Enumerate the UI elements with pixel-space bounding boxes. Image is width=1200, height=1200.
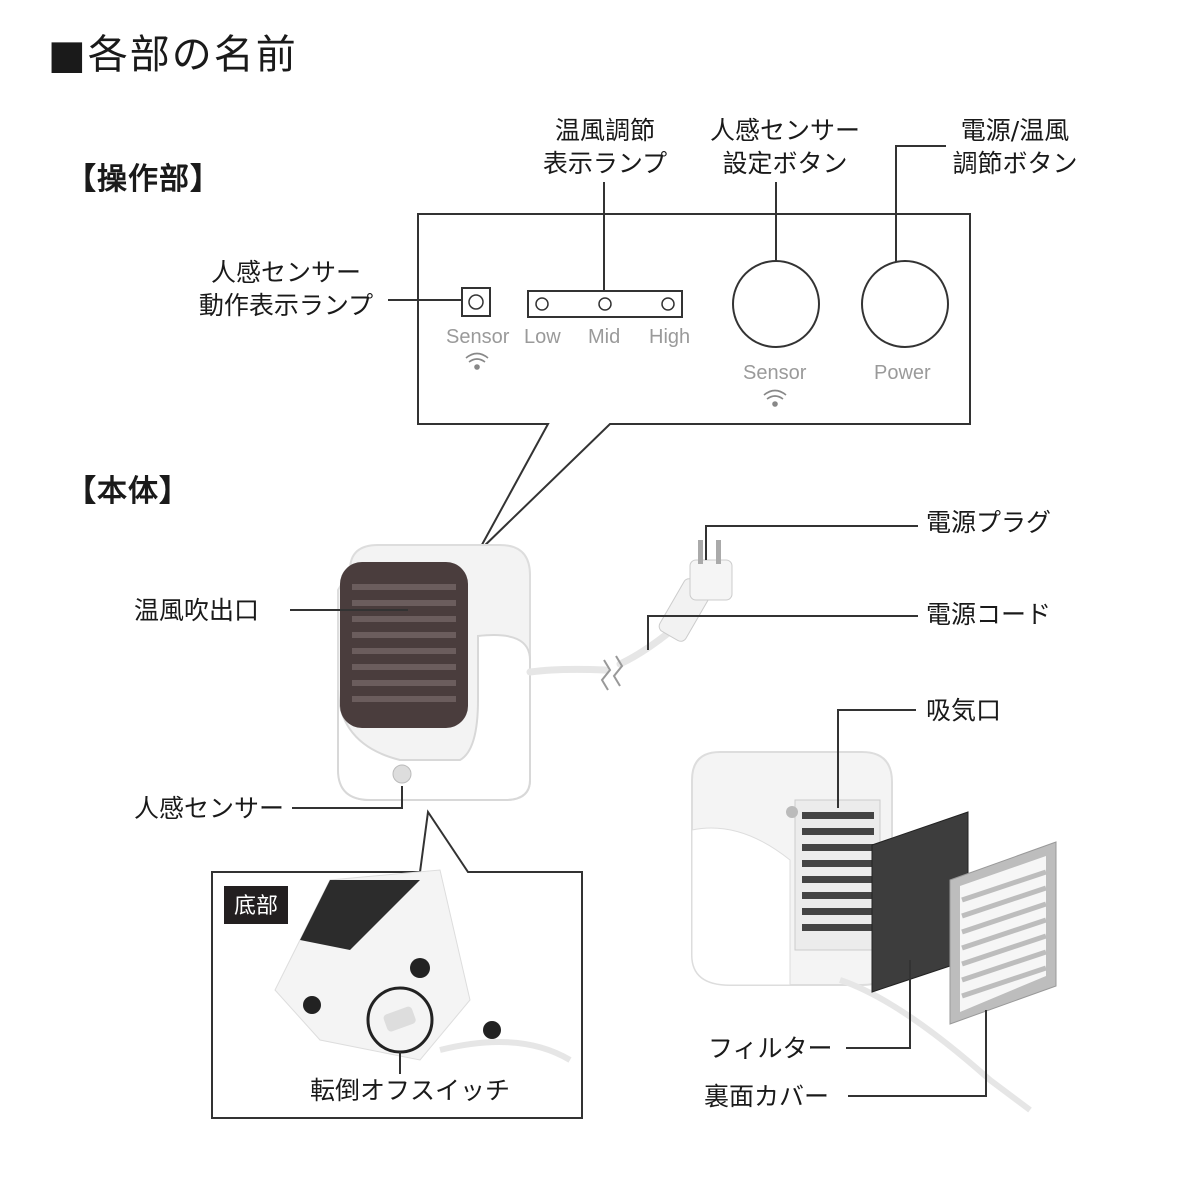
sensor-lamp-box — [461, 287, 491, 317]
section-controls: 【操作部】 — [66, 162, 221, 197]
heater-rear — [691, 751, 1032, 1113]
leader-cord — [647, 615, 918, 650]
back-cover — [949, 841, 1057, 1025]
label-cord: 電源コード — [926, 600, 1052, 629]
panel-sensor-lamp-text: Sensor — [446, 326, 510, 348]
section-body: 【本体】 — [66, 474, 190, 509]
label-warm-lamp: 温風調節 表示ランプ — [542, 116, 668, 178]
label-outlet: 温風吹出口 — [134, 596, 260, 625]
label-sensor-lamp: 人感センサー 動作表示ランプ — [198, 258, 374, 320]
wifi-icon — [465, 352, 787, 407]
leader-filter — [846, 960, 911, 1049]
label-human-sensor: 人感センサー — [134, 794, 285, 823]
panel-level-low: Low — [524, 326, 561, 348]
leader-back-cover — [848, 1010, 987, 1097]
level-lamp-bar — [527, 290, 683, 318]
panel-sensor-button-text: Sensor — [743, 362, 807, 384]
leader-power-button — [895, 145, 946, 262]
sensor-button-circle — [732, 260, 820, 348]
panel-power-button-text: Power — [874, 362, 931, 384]
power-plug — [658, 540, 733, 642]
bottom-view — [274, 869, 572, 1063]
power-button-circle — [861, 260, 949, 348]
label-sensor-button: 人感センサー 設定ボタン — [709, 116, 860, 178]
bottom-badge: 底部 — [224, 886, 289, 924]
sensor-window — [392, 764, 412, 784]
leader-human-sensor — [292, 786, 403, 809]
label-filter: フィルター — [708, 1034, 833, 1063]
label-back-cover: 裏面カバー — [704, 1082, 830, 1111]
label-power-button: 電源/温風 調節ボタン — [952, 116, 1078, 178]
leader-intake — [837, 709, 916, 808]
leader-plug — [705, 525, 918, 560]
label-plug: 電源プラグ — [926, 508, 1052, 537]
label-intake: 吸気口 — [926, 696, 1002, 725]
label-tip-switch: 転倒オフスイッチ — [310, 1076, 511, 1105]
panel-level-high: High — [649, 326, 691, 348]
panel-level-mid: Mid — [588, 326, 621, 348]
page-title: ■各部の名前 — [48, 32, 298, 78]
heater-front — [337, 544, 531, 801]
